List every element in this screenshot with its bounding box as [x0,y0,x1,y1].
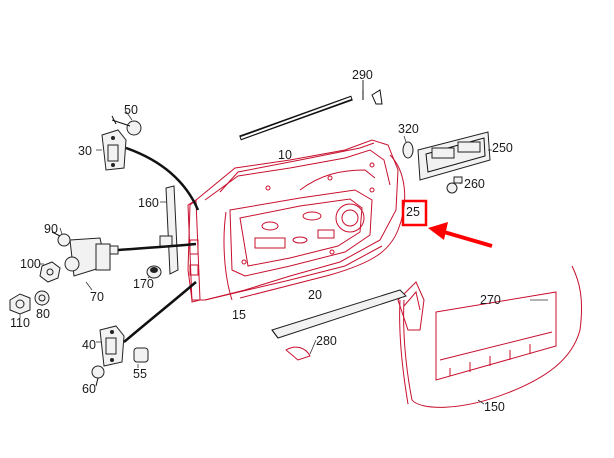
highlight-arrow [428,222,493,248]
handle-bolt [446,176,463,194]
door-seal-strip [223,154,406,301]
trim-seal [399,265,583,408]
label-110: 110 [10,316,30,330]
label-55: 55 [133,367,147,381]
label-25: 25 [406,205,420,219]
plug-170 [146,265,162,279]
label-270: 270 [480,293,501,307]
corner-bracket [397,281,425,331]
callout-line-lower [123,281,197,343]
check-strap [159,185,179,275]
clip-part [285,346,311,361]
label-170: 170 [133,277,154,291]
middle-hinge [64,237,119,277]
label-80: 80 [36,307,50,321]
insulation-panel [435,291,557,381]
door-shell [187,139,399,303]
label-160: 160 [138,196,159,210]
label-90: 90 [44,222,58,236]
label-50: 50 [124,103,138,117]
part-labels: 290 10 320 250 260 25 50 30 160 90 100 7… [10,68,513,414]
nut-110 [9,293,31,315]
label-250: 250 [492,141,513,155]
callout-line-middle [117,242,197,252]
callout-line-upper [125,146,200,211]
highlight-box [401,199,428,227]
bolt-50 [111,115,142,136]
label-20: 20 [308,288,322,302]
label-280: 280 [316,334,337,348]
belt-moulding-strip [239,80,383,141]
leader-lines [19,80,548,405]
label-150: 150 [484,400,505,414]
nut-100 [39,261,61,283]
window-channel-seal [219,142,375,193]
label-320: 320 [398,122,419,136]
washer-80 [34,290,50,306]
label-60: 60 [82,382,96,396]
lower-hinge [99,325,125,367]
label-15: 15 [232,308,246,322]
cap-55 [133,347,149,363]
handle-cap [402,141,414,159]
label-40: 40 [82,338,96,352]
label-290: 290 [352,68,373,82]
door-handle [417,131,491,181]
label-70: 70 [90,290,104,304]
label-260: 260 [464,177,485,191]
upper-hinge [101,129,127,171]
bolt-90 [51,231,71,247]
screw-60 [91,365,105,387]
label-100: 100 [20,257,41,271]
label-10: 10 [278,148,292,162]
label-30: 30 [78,144,92,158]
sill-strip [271,289,407,339]
